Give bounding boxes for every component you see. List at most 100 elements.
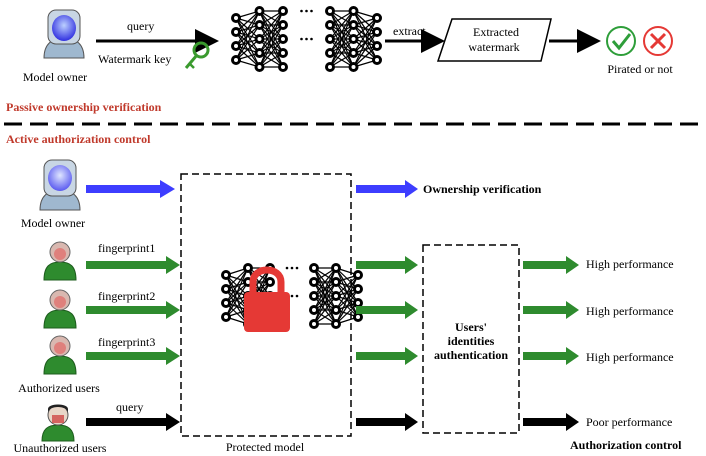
nn-edge <box>235 10 260 33</box>
nn-edge <box>353 31 378 68</box>
extract-label: extract <box>393 24 426 38</box>
green-input-arrows <box>86 256 180 365</box>
nn-node-core <box>257 65 262 69</box>
model-owner-icon-bottom <box>39 159 81 211</box>
nn-edge <box>235 38 260 61</box>
nn-node-core <box>234 16 238 20</box>
model-owner-label-top: Model owner <box>22 70 88 84</box>
fingerprint3-label: fingerprint3 <box>98 335 156 349</box>
check-icon <box>606 26 636 56</box>
nn-node-core <box>257 9 262 13</box>
protected-model-label: Protected model <box>225 440 305 454</box>
nn-node-core <box>334 308 338 312</box>
active-section-title: Active authorization control <box>6 132 151 146</box>
nn-edge <box>235 10 260 47</box>
green-output-arrows <box>523 256 579 365</box>
nn-ellipsis-dot <box>295 266 299 270</box>
neural-network-top <box>231 6 382 72</box>
lock-icon <box>244 266 290 332</box>
nn-ellipsis-dot <box>305 9 308 13</box>
nn-node-core <box>224 287 228 291</box>
nn-node-core <box>351 23 356 27</box>
key-icon <box>184 41 210 69</box>
nn-node-core <box>356 301 360 305</box>
nn-edge <box>313 267 337 325</box>
nn-ellipsis-dot <box>300 9 303 13</box>
nn-ellipsis-dot <box>290 294 294 298</box>
nn-edge <box>329 38 354 68</box>
nn-node-core <box>334 266 338 270</box>
nn-edge <box>225 267 249 304</box>
blue-arrows <box>86 180 418 198</box>
nn-edge <box>353 17 378 40</box>
nn-node-core <box>312 294 316 298</box>
nn-edge <box>225 281 249 318</box>
nn-edge <box>335 288 359 325</box>
nn-node-core <box>312 280 316 284</box>
nn-ellipsis-dot <box>290 266 294 270</box>
watermark-key-label: Watermark key <box>98 52 172 66</box>
nn-edge <box>225 267 249 290</box>
nn-ellipsis-dot <box>300 37 303 41</box>
nn-node-core <box>246 280 250 284</box>
nn-node-core <box>224 301 228 305</box>
output-high-3: High performance <box>586 350 674 364</box>
nn-node-core <box>375 16 379 20</box>
nn-edge <box>353 45 378 68</box>
green-middle-arrows <box>356 256 418 365</box>
nn-edge <box>258 10 284 68</box>
nn-edge <box>313 295 337 325</box>
nn-edge <box>225 267 249 318</box>
nn-node-core <box>351 65 356 69</box>
nn-node-core <box>281 37 285 41</box>
nn-node-core <box>281 23 285 27</box>
nn-node-core <box>334 294 338 298</box>
auth-box-line1: Users' <box>455 320 487 334</box>
nn-edge <box>259 38 284 68</box>
extracted-watermark-box <box>436 18 552 62</box>
nn-edge <box>329 10 355 68</box>
nn-node-core <box>375 30 379 34</box>
nn-node-core <box>375 44 379 48</box>
query-label-top: query <box>127 19 155 33</box>
nn-node-core <box>334 322 338 326</box>
nn-edge <box>258 10 284 54</box>
nn-node-core <box>351 9 356 13</box>
pirated-or-not-label: Pirated or not <box>607 62 673 76</box>
nn-node-core <box>328 37 332 41</box>
nn-node-core <box>351 37 356 41</box>
nn-edge <box>235 24 260 61</box>
extracted-watermark-line2: watermark <box>468 40 520 54</box>
nn-edge <box>335 274 359 311</box>
nn-edge <box>335 274 359 297</box>
nn-node-core <box>375 58 379 62</box>
nn-node-core <box>224 315 228 319</box>
auth-box-line2: identities <box>447 334 495 348</box>
fingerprint1-label: fingerprint1 <box>98 241 156 255</box>
nn-edge <box>335 302 359 325</box>
nn-ellipsis-dot <box>310 37 313 41</box>
authorization-control-label: Authorization control <box>570 438 682 452</box>
nn-node-core <box>224 273 228 277</box>
nn-node-core <box>257 37 262 41</box>
nn-ellipsis-dot <box>310 9 313 13</box>
nn-node-core <box>312 266 316 270</box>
nn-node-core <box>257 23 262 27</box>
nn-node-core <box>312 308 316 312</box>
nn-node-core <box>356 287 360 291</box>
nn-edge <box>313 281 337 325</box>
nn-edge <box>259 10 284 40</box>
neural-network-protected <box>221 263 363 329</box>
unauthorized-user-icon <box>41 404 75 442</box>
fingerprint2-label: fingerprint2 <box>98 289 156 303</box>
nn-node-core <box>281 51 285 55</box>
output-high-1: High performance <box>586 257 674 271</box>
authorized-users-label: Authorized users <box>18 381 100 395</box>
nn-node-core <box>334 280 338 284</box>
nn-edge <box>329 10 354 40</box>
nn-edge <box>258 24 284 68</box>
nn-edge <box>353 17 378 54</box>
unauthorized-users-label: Unauthorized users <box>13 441 107 455</box>
nn-edge <box>329 24 355 68</box>
nn-node-core <box>356 273 360 277</box>
